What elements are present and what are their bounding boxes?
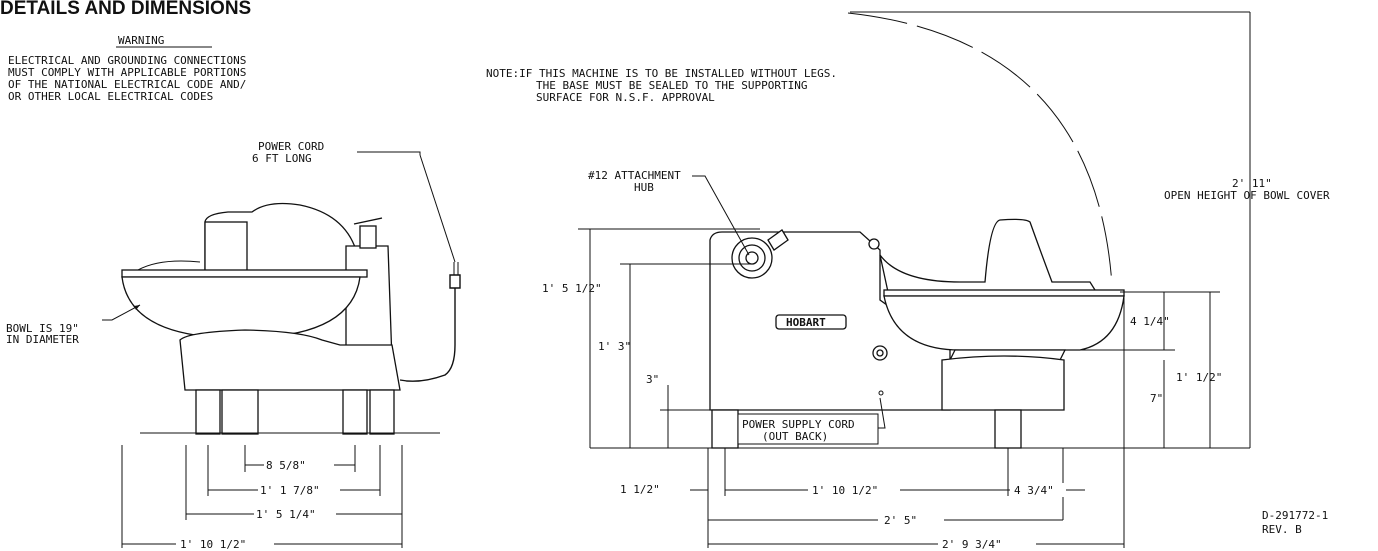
warning-heading: WARNING [118,34,164,47]
note-line: SURFACE FOR N.S.F. APPROVAL [536,91,715,104]
open-height-label: OPEN HEIGHT OF BOWL COVER [1164,189,1330,202]
front-view [102,151,461,435]
power-cord-length: 6 FT LONG [252,152,312,165]
warning-line: MUST COMPLY WITH APPLICABLE PORTIONS [8,66,246,79]
brand-plate: HOBART [786,316,826,329]
dim-pedestal-height: 7" [1150,392,1163,405]
bowl-diameter-label: IN DIAMETER [6,333,79,346]
drawing-number: D-291772-1 [1262,509,1328,522]
power-cord-label: POWER CORD [258,140,324,153]
dim-bowl-depth: 4 1/4" [1130,315,1170,328]
dim-overall-length: 2' 9 3/4" [942,538,1002,551]
side-view: HOBART [590,11,1250,449]
dim-base-length: 2' 5" [884,514,917,527]
dim-leg-span: 1' 10 1/2" [812,484,878,497]
warning-line: OF THE NATIONAL ELECTRICAL CODE AND/ [8,78,246,91]
drawing-revision: REV. B [1262,523,1302,536]
note-line: THE BASE MUST BE SEALED TO THE SUPPORTIN… [536,79,808,92]
dim-leg-height: 3" [646,373,659,386]
page-title: DETAILS AND DIMENSIONS [0,0,251,19]
attachment-hub-label: HUB [634,181,654,194]
dim-front-2: 1' 1 7/8" [260,484,320,497]
dim-leg-offset: 1 1/2" [620,483,660,496]
dim-body-height: 1' 3" [598,340,631,353]
dim-total-height: 1' 5 1/2" [542,282,602,295]
power-supply-label: (OUT BACK) [762,430,828,443]
warning-block: WARNING ELECTRICAL AND GROUNDING CONNECT… [8,34,246,103]
warning-line: OR OTHER LOCAL ELECTRICAL CODES [8,90,213,103]
dim-rear-offset: 4 3/4" [1014,484,1054,497]
dim-bowl-top-height: 1' 1/2" [1176,371,1222,384]
note-line: NOTE:IF THIS MACHINE IS TO BE INSTALLED … [486,67,837,80]
power-supply-label: POWER SUPPLY CORD [742,418,855,431]
installation-note: NOTE:IF THIS MACHINE IS TO BE INSTALLED … [486,67,837,104]
warning-line: ELECTRICAL AND GROUNDING CONNECTIONS [8,54,246,67]
open-height-value: 2' 11" [1232,177,1272,190]
attachment-hub-label: #12 ATTACHMENT [588,169,681,182]
bowl-diameter-label: BOWL IS 19" [6,322,79,335]
dim-front-1: 8 5/8" [266,459,306,472]
dim-front-3: 1' 5 1/4" [256,508,316,521]
dim-front-4: 1' 10 1/2" [180,538,246,551]
